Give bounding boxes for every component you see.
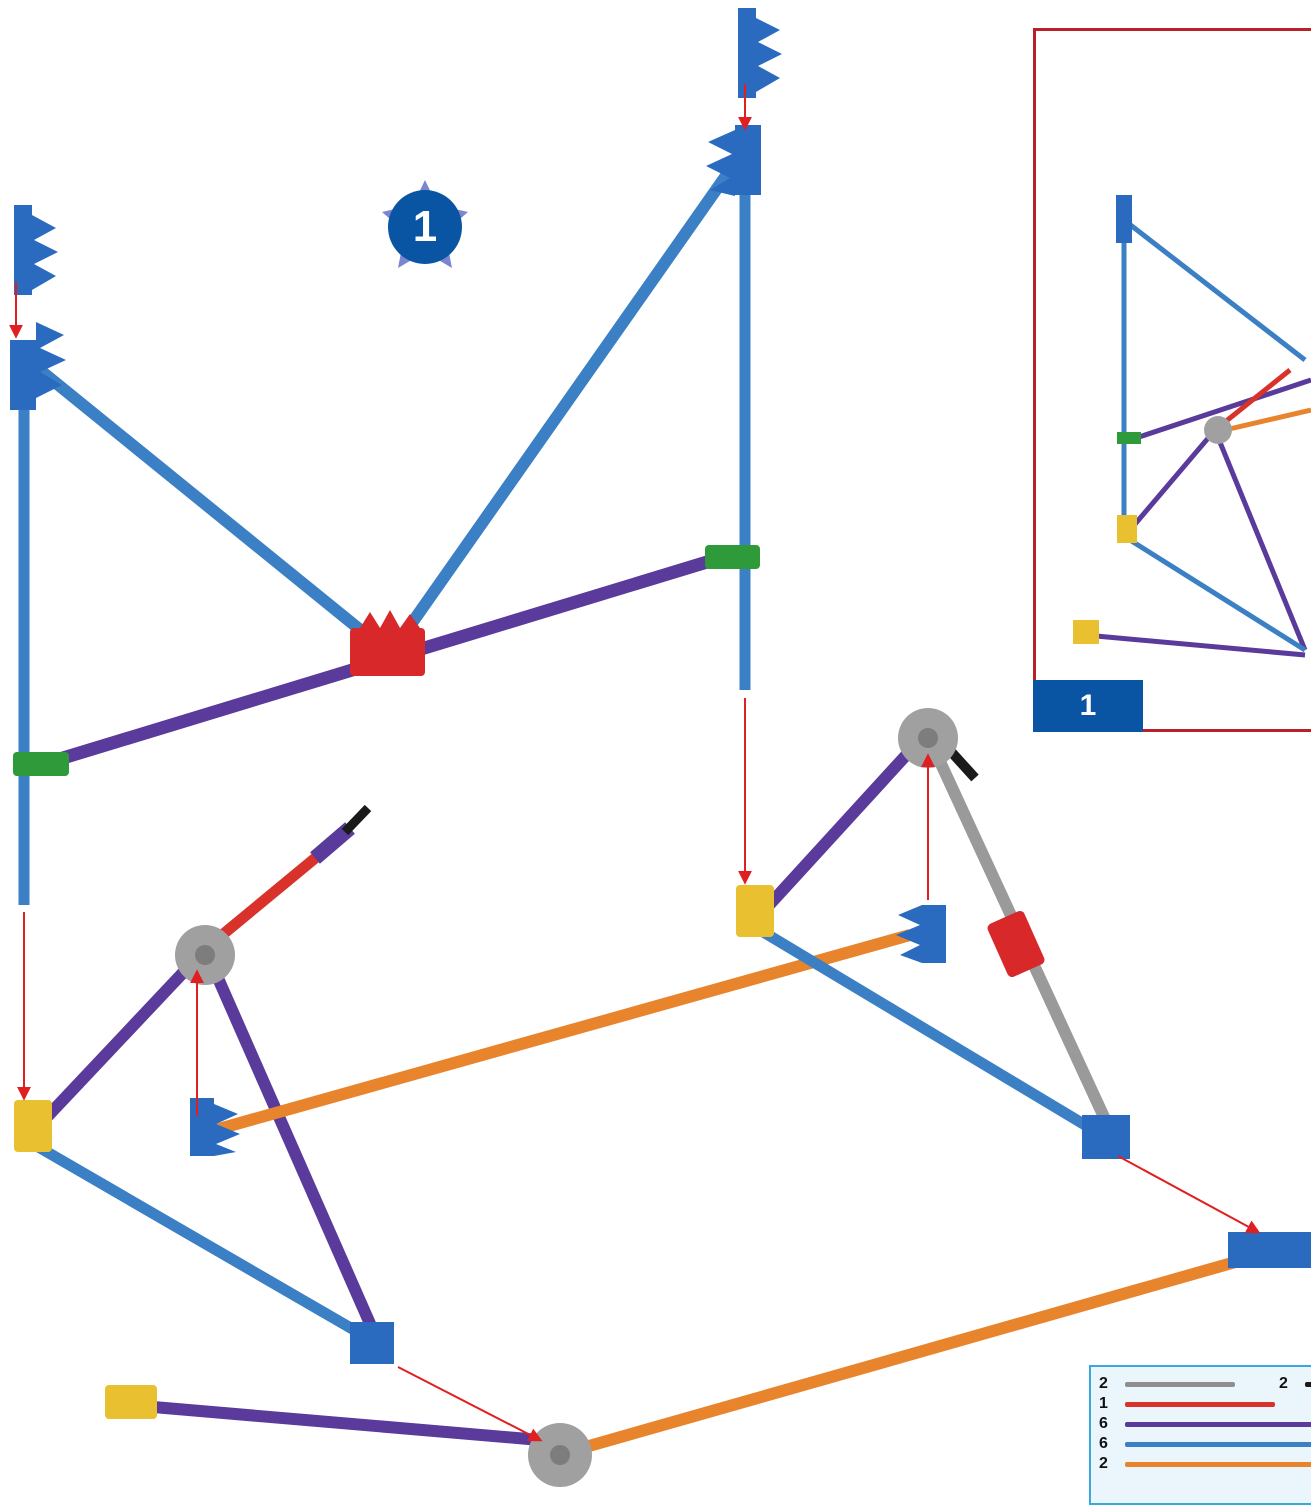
blue-connector-top-left xyxy=(10,322,66,410)
gray-hub-bottom xyxy=(528,1423,592,1487)
left-diagonal-blue-rod xyxy=(40,370,385,650)
red-rod-black-tip xyxy=(345,808,368,832)
yellow-connector-back xyxy=(736,885,774,937)
blue-connector-front-bottom xyxy=(350,1322,394,1364)
gray-hub-front xyxy=(175,925,235,985)
inset-step-tab: 1 xyxy=(1033,680,1143,732)
gray-rod-swatch xyxy=(1125,1382,1235,1387)
parts-qty: 2 xyxy=(1099,1455,1121,1473)
lower-assembly xyxy=(30,740,1260,1450)
parts-row: 6 xyxy=(1099,1433,1311,1455)
blue-connector-back-mid xyxy=(896,905,946,963)
parts-row: 2 xyxy=(1099,1453,1311,1475)
parts-qty: 2 xyxy=(1279,1375,1301,1393)
parts-qty: 6 xyxy=(1099,1415,1121,1433)
yellow-connector-front xyxy=(14,1100,52,1152)
parts-qty: 1 xyxy=(1099,1395,1121,1413)
yellow-connector-bottom xyxy=(105,1385,157,1419)
blue-connector-right-edge xyxy=(1228,1232,1311,1268)
green-connector-left xyxy=(13,752,69,776)
parts-row: 1 xyxy=(1099,1393,1275,1415)
upper-frame xyxy=(24,140,745,905)
front-left-blue-rod xyxy=(35,1145,380,1345)
parts-row: 2 xyxy=(1099,1373,1235,1395)
back-purple-rod xyxy=(760,740,920,915)
parts-qty: 2 xyxy=(1099,1375,1121,1393)
arrow-right-diag xyxy=(1118,1156,1258,1232)
purple-rod-swatch xyxy=(1125,1422,1311,1427)
parts-qty: 6 xyxy=(1099,1435,1121,1453)
red-rod-swatch xyxy=(1125,1402,1275,1407)
blue-rod-swatch xyxy=(1125,1442,1311,1447)
black-tip-swatch xyxy=(1305,1382,1311,1387)
green-connector-right xyxy=(705,545,760,569)
parts-row: 6 xyxy=(1099,1413,1311,1435)
step-number: 1 xyxy=(388,190,462,264)
front-left-purple-rod xyxy=(30,960,195,1135)
bottom-purple-rod xyxy=(130,1405,540,1440)
orange-rod-swatch xyxy=(1125,1462,1311,1467)
parts-list: 2 2 1 6 6 2 xyxy=(1089,1365,1311,1505)
parts-row: 2 xyxy=(1279,1373,1311,1395)
blue-connector-back-bottom xyxy=(1082,1115,1130,1159)
loose-blue-connector-left xyxy=(14,205,58,295)
red-rod xyxy=(210,850,325,945)
red-rod-purple-cap xyxy=(315,828,350,858)
long-orange-rod-back xyxy=(215,935,910,1130)
red-center-connector xyxy=(350,610,425,676)
inset-panel xyxy=(1033,28,1311,732)
center-purple-rod xyxy=(210,960,375,1335)
